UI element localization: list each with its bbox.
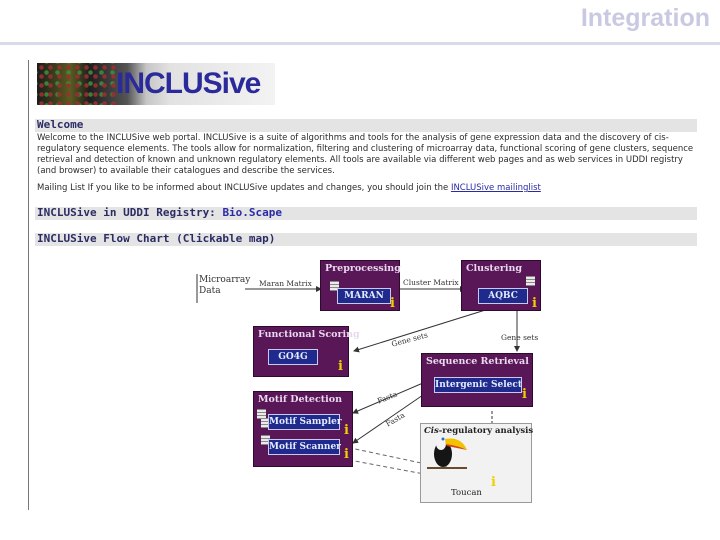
info-icon[interactable]: i xyxy=(338,359,343,374)
document-icon[interactable] xyxy=(261,435,270,445)
sequence-retrieval-node[interactable]: Sequence Retrieval Intergenic Select i xyxy=(421,353,533,407)
cis-regulatory-analysis-node[interactable]: Cis-regulatory analysis i Toucan xyxy=(420,423,533,503)
edge-label-cluster-matrix: Cluster Matrix xyxy=(403,278,459,287)
motif-detection-node[interactable]: Motif Detection Motif Sampler i Motif Sc… xyxy=(253,391,353,467)
cis-title-rest: -regulatory analysis xyxy=(438,426,534,436)
aqbc-button[interactable]: AQBC xyxy=(478,288,528,304)
functional-scoring-title: Functional Scoring xyxy=(258,329,360,340)
document-icon[interactable] xyxy=(257,409,266,419)
preprocessing-title: Preprocessing xyxy=(325,263,401,274)
functional-scoring-node[interactable]: Functional Scoring GO4G i xyxy=(253,326,360,377)
flowchart-heading: INCLUSive Flow Chart (Clickable map) xyxy=(37,232,276,245)
motif-scanner-button[interactable]: Motif Scanner xyxy=(268,439,341,455)
document-icon[interactable] xyxy=(526,276,535,286)
info-icon[interactable]: i xyxy=(522,387,527,402)
microarray-data-label: Microarray Data xyxy=(199,275,251,296)
edge-label-gene-sets-2: Gene sets xyxy=(501,333,539,342)
left-border-line xyxy=(28,60,29,510)
go4g-button[interactable]: GO4G xyxy=(268,349,318,365)
clustering-title: Clustering xyxy=(466,263,523,274)
slide-title: Integration xyxy=(580,4,710,32)
flowchart-arrows xyxy=(196,274,520,478)
title-divider xyxy=(0,42,720,45)
welcome-heading-bar: Welcome xyxy=(35,118,697,132)
info-icon[interactable]: i xyxy=(491,475,496,490)
document-icon[interactable] xyxy=(330,281,339,291)
motif-detection-title: Motif Detection xyxy=(258,394,342,405)
edge-label-maran-matrix: Maran Matrix xyxy=(259,279,312,288)
cis-regulatory-title: Cis-regulatory analysis xyxy=(424,426,533,436)
bioscape-link[interactable]: Bio.Scape xyxy=(222,206,283,219)
maran-button[interactable]: MARAN xyxy=(337,288,391,304)
toucan-label[interactable]: Toucan xyxy=(451,488,482,498)
uddi-label: INCLUSive in UDDI Registry: xyxy=(37,206,216,219)
flowchart-map[interactable]: Microarray Data Maran Matrix Cluster Mat… xyxy=(195,255,595,507)
info-icon[interactable]: i xyxy=(344,423,349,438)
sequence-retrieval-title: Sequence Retrieval xyxy=(426,356,529,367)
inclusive-logo[interactable]: INCLUSive xyxy=(37,63,275,105)
mailing-list-link[interactable]: INCLUSive mailinglist xyxy=(450,183,541,193)
welcome-paragraph: Welcome to the INCLUSive web portal. INC… xyxy=(37,133,694,176)
welcome-heading: Welcome xyxy=(37,118,84,131)
motif-sampler-button[interactable]: Motif Sampler xyxy=(268,414,342,430)
toucan-bird-icon[interactable] xyxy=(421,424,471,474)
logo-text: INCLUSive xyxy=(116,67,261,100)
intergenic-select-button[interactable]: Intergenic Select xyxy=(434,377,522,393)
microarray-image xyxy=(37,63,117,105)
clustering-node[interactable]: Clustering AQBC i xyxy=(461,260,541,311)
document-icon[interactable] xyxy=(261,418,270,428)
mailing-list-text: Mailing List If you like to be informed … xyxy=(37,183,541,193)
uddi-heading-bar: INCLUSive in UDDI Registry: Bio.Scape xyxy=(35,206,697,220)
cis-italic: Cis xyxy=(424,426,439,436)
preprocessing-node[interactable]: Preprocessing MARAN i xyxy=(320,260,401,311)
mailing-list-prefix: Mailing List If you like to be informed … xyxy=(37,183,449,193)
uddi-heading: INCLUSive in UDDI Registry: Bio.Scape xyxy=(37,206,282,219)
info-icon[interactable]: i xyxy=(390,296,395,311)
flowchart-heading-bar: INCLUSive Flow Chart (Clickable map) xyxy=(35,232,697,246)
info-icon[interactable]: i xyxy=(344,447,349,462)
info-icon[interactable]: i xyxy=(532,296,537,311)
